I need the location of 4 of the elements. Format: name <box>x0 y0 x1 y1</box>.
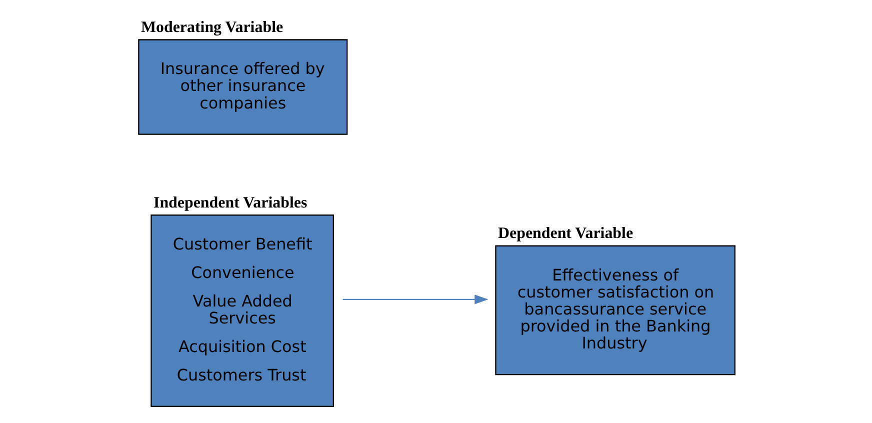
arrow <box>342 294 488 304</box>
node-label: Moderating Variable <box>140 18 283 36</box>
node-label: Dependent Variable <box>498 224 633 242</box>
node-label: Independent Variables <box>152 194 307 211</box>
